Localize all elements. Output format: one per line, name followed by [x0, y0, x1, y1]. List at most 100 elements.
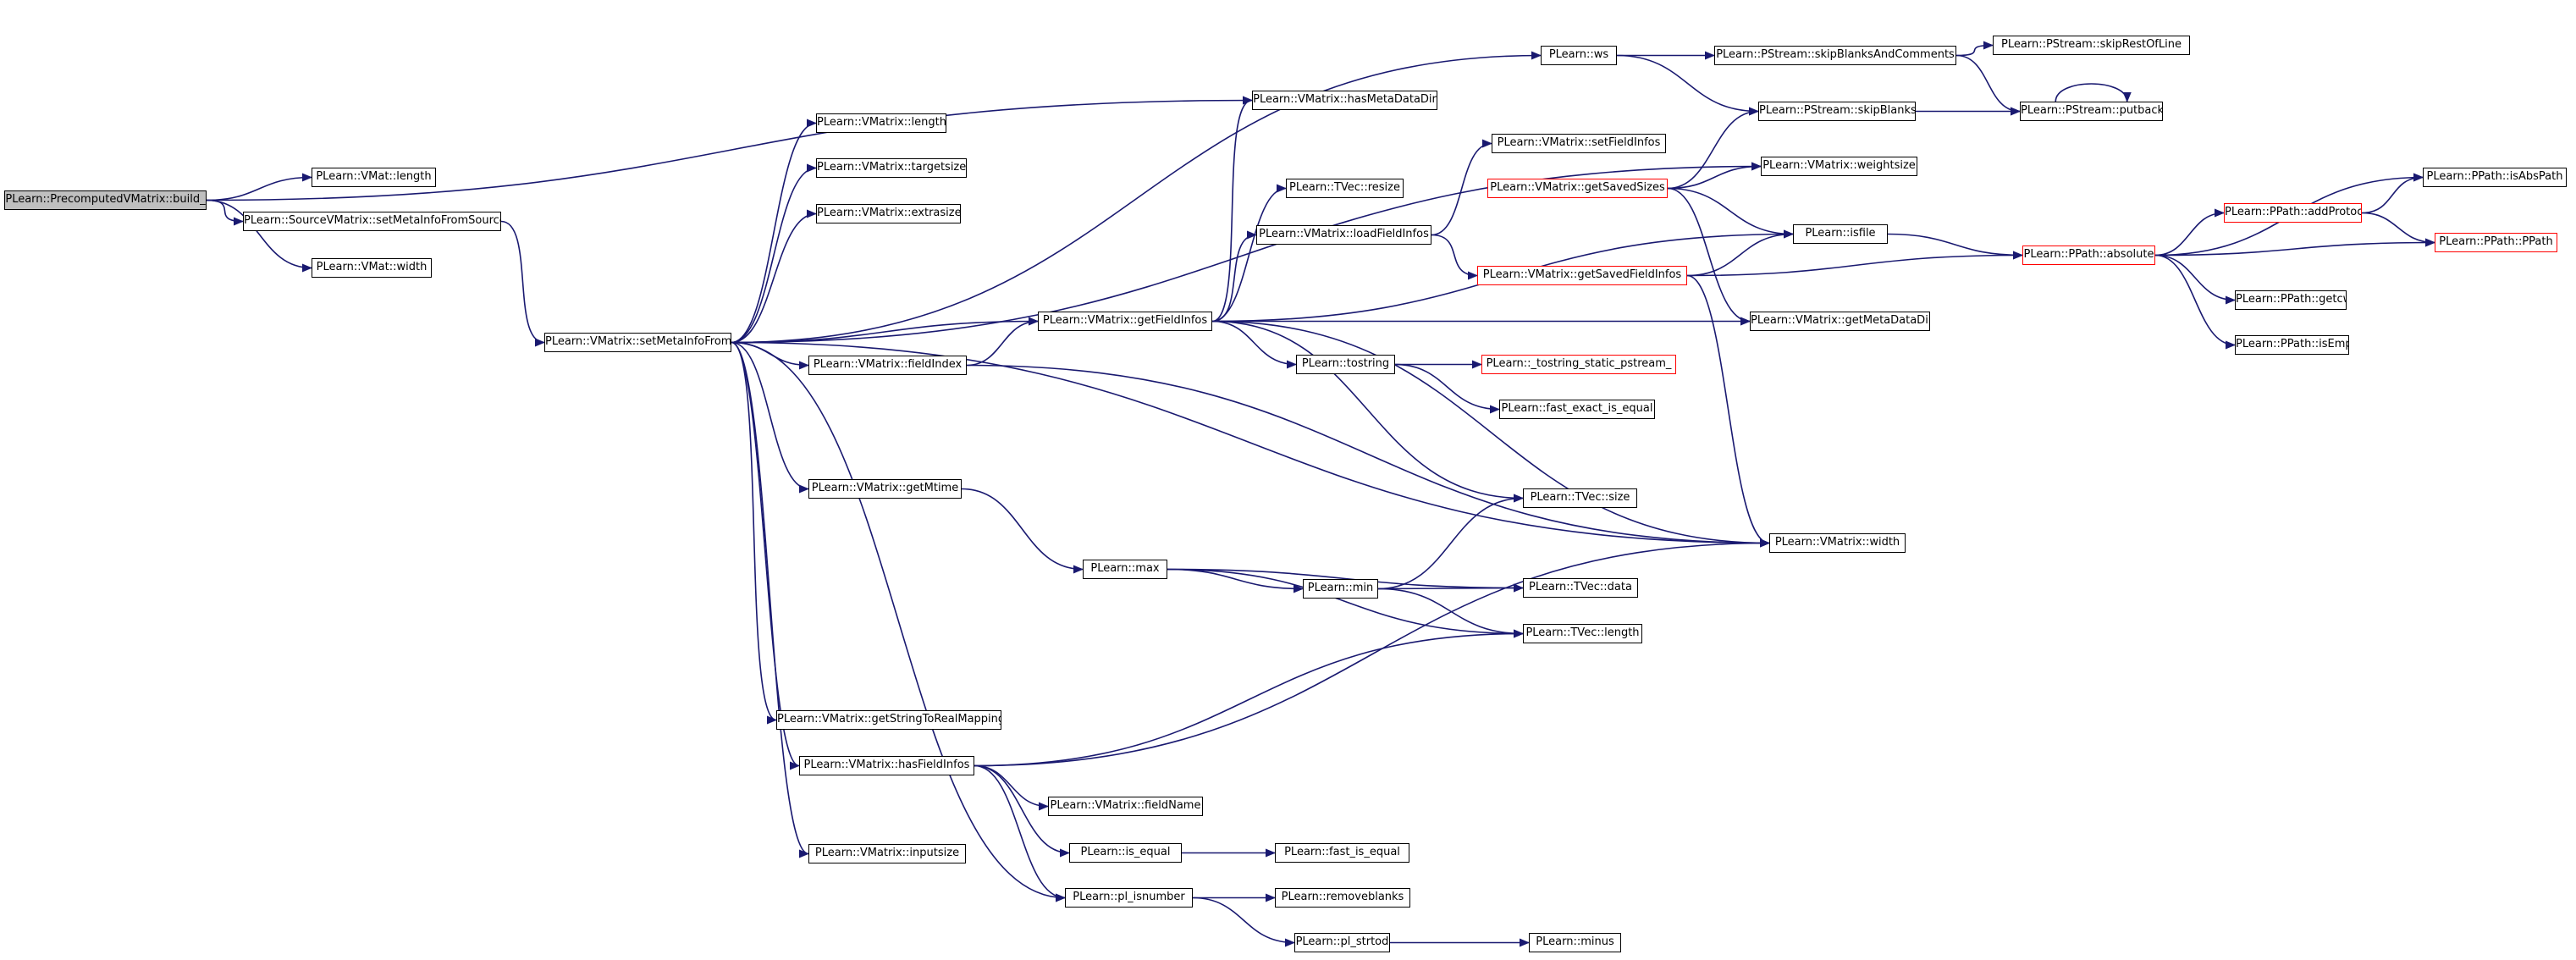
call-edge-n46-to-n50: [2361, 212, 2435, 247]
call-edge-n45-to-n48: [2154, 254, 2236, 350]
node-vmatrix-length[interactable]: PLearn::VMatrix::length: [816, 113, 946, 133]
call-edge-n5-to-n6: [731, 119, 817, 344]
node-pl-isnumber[interactable]: PLearn::pl_isnumber: [1065, 888, 1193, 908]
node-fast-exact-is-equal[interactable]: PLearn::fast_exact_is_equal: [1499, 400, 1655, 419]
call-edge-n21-to-n27: [1431, 139, 1492, 236]
node-pstream-skiprestofline[interactable]: PLearn::PStream::skipRestOfLine: [1993, 36, 2190, 55]
node-vmatrix-getstringtorealmapping[interactable]: PLearn::VMatrix::getStringToRealMapping: [776, 710, 1001, 730]
call-edge-n5-to-n15: [731, 317, 1039, 344]
call-edge-n23-to-n32: [1377, 494, 1524, 590]
node-fast-is-equal[interactable]: PLearn::fast_is_equal: [1275, 843, 1409, 863]
call-edge-n10-to-n16: [961, 488, 1084, 574]
call-edge-n5-to-n19: [731, 341, 1066, 902]
call-edge-n15-to-n22: [1211, 320, 1297, 369]
node-vmatrix-setmetainfofrom[interactable]: PLearn::VMatrix::setMetaInfoFrom: [544, 333, 731, 352]
call-edge-n23-to-n33: [1377, 583, 1524, 593]
node-tvec-size[interactable]: PLearn::TVec::size: [1523, 488, 1637, 508]
node-tvec-resize[interactable]: PLearn::TVec::resize: [1286, 179, 1404, 198]
node-vmatrix-extrasize[interactable]: PLearn::VMatrix::extrasize: [816, 204, 961, 223]
call-edge-n45-to-n46: [2154, 208, 2225, 257]
call-edge-n45-to-n47: [2154, 254, 2236, 305]
call-edge-n5-to-n10: [731, 341, 809, 494]
call-edge-n36-to-n38: [1616, 54, 1759, 116]
node-vmatrix-fieldindex[interactable]: PLearn::VMatrix::fieldIndex: [808, 356, 967, 375]
call-edge-n5-to-n42: [731, 341, 1770, 548]
node-max[interactable]: PLearn::max: [1083, 560, 1167, 579]
node-ppath-absolute[interactable]: PLearn::PPath::absolute: [2022, 246, 2155, 265]
node-minus[interactable]: PLearn::minus: [1529, 933, 1621, 952]
call-edge-n19-to-n26: [1192, 897, 1295, 947]
node-pstream-skipblanksandcomments[interactable]: PLearn::PStream::skipBlanksAndComments: [1714, 46, 1956, 65]
node-vmatrix-hasmetadatadir[interactable]: PLearn::VMatrix::hasMetaDataDir: [1252, 91, 1437, 110]
node-pl-strtod[interactable]: PLearn::pl_strtod: [1294, 933, 1390, 952]
call-edge-n16-to-n33: [1167, 568, 1524, 593]
node-vmatrix-setfieldinfos[interactable]: PLearn::VMatrix::setFieldInfos: [1492, 134, 1666, 153]
node-vmatrix-getsavedsizes[interactable]: PLearn::VMatrix::getSavedSizes: [1487, 179, 1668, 198]
call-edge-n15-to-n21: [1211, 230, 1257, 323]
call-edge-n3-to-n5: [500, 220, 545, 347]
call-edge-n44-to-n44: [2055, 83, 2132, 102]
node-tvec-length[interactable]: PLearn::TVec::length: [1523, 624, 1642, 643]
call-edge-n29-to-n40: [1686, 229, 1794, 277]
call-edge-n37-to-n44: [1955, 54, 2021, 116]
node-is-equal[interactable]: PLearn::is_equal: [1069, 843, 1182, 863]
call-edge-n12-to-n17: [974, 764, 1049, 811]
call-edge-n28-to-n39: [1667, 162, 1762, 190]
node-isfile[interactable]: PLearn::isfile: [1793, 224, 1888, 244]
call-edge-n5-to-n11: [731, 341, 777, 725]
call-edge-n28-to-n40: [1667, 187, 1794, 239]
node-ppath-isempty[interactable]: PLearn::PPath::isEmpty: [2235, 335, 2349, 355]
node-vmatrix-width[interactable]: PLearn::VMatrix::width: [1769, 533, 1906, 553]
node-vmatrix-hasfieldinfos[interactable]: PLearn::VMatrix::hasFieldInfos: [799, 756, 974, 775]
node-vmatrix-weightsize[interactable]: PLearn::VMatrix::weightsize: [1761, 157, 1917, 176]
node-vmatrix-targetsize[interactable]: PLearn::VMatrix::targetsize: [816, 158, 967, 178]
call-edge-n40-to-n45: [1887, 233, 2023, 260]
node-vmatrix-fieldname[interactable]: PLearn::VMatrix::fieldName: [1048, 797, 1203, 816]
node-ws[interactable]: PLearn::ws: [1541, 46, 1617, 65]
node-pstream-skipblanks[interactable]: PLearn::PStream::skipBlanks: [1758, 102, 1916, 121]
call-edge-n5-to-n7: [731, 163, 817, 344]
call-edge-n12-to-n19: [974, 764, 1066, 902]
call-edge-n9-to-n42: [966, 364, 1770, 548]
call-edge-n5-to-n8: [731, 209, 817, 344]
node-precomputedvmatrix-build[interactable]: PLearn::PrecomputedVMatrix::build_: [4, 190, 207, 210]
call-edge-n1-to-n4: [206, 199, 312, 273]
node-vmat-length[interactable]: PLearn::VMat::length: [312, 168, 436, 187]
node-vmat-width[interactable]: PLearn::VMat::width: [312, 258, 432, 278]
node-removeblanks[interactable]: PLearn::removeblanks: [1275, 888, 1410, 908]
call-edge-n12-to-n34: [974, 629, 1524, 767]
node-vmatrix-loadfieldinfos[interactable]: PLearn::VMatrix::loadFieldInfos: [1256, 225, 1431, 245]
call-edge-n5-to-n13: [731, 341, 809, 858]
node-tvec-data[interactable]: PLearn::TVec::data: [1523, 578, 1638, 598]
node-vmatrix-getfieldinfos[interactable]: PLearn::VMatrix::getFieldInfos: [1038, 312, 1212, 331]
call-edge-n29-to-n42: [1686, 274, 1770, 548]
call-edge-n23-to-n34: [1377, 588, 1524, 638]
call-edge-n1-to-n2: [206, 173, 312, 201]
call-edge-n12-to-n42: [974, 538, 1770, 767]
call-edge-n16-to-n34: [1167, 568, 1524, 638]
node-tostring[interactable]: PLearn::tostring: [1296, 355, 1395, 374]
node-pstream-putback[interactable]: PLearn::PStream::putback: [2020, 102, 2163, 121]
node-ppath-getcwd[interactable]: PLearn::PPath::getcwd: [2235, 290, 2347, 310]
node-vmatrix-getmtime[interactable]: PLearn::VMatrix::getMtime: [808, 479, 962, 499]
call-edge-n15-to-n32: [1211, 320, 1524, 503]
node-ppath-ppath[interactable]: PLearn::PPath::PPath: [2435, 233, 2557, 252]
call-edge-n28-to-n41: [1667, 187, 1751, 326]
call-edge-n45-to-n50: [2154, 238, 2435, 257]
node-min[interactable]: PLearn::min: [1303, 579, 1378, 599]
call-edge-n28-to-n38: [1667, 107, 1759, 190]
call-edge-n15-to-n42: [1211, 320, 1770, 548]
call-edge-n9-to-n15: [966, 317, 1039, 367]
node-tostring-static-pstream[interactable]: PLearn::_tostring_static_pstream_: [1481, 355, 1676, 374]
node-ppath-isabspath[interactable]: PLearn::PPath::isAbsPath: [2423, 168, 2567, 187]
node-vmatrix-getmetadatadir[interactable]: PLearn::VMatrix::getMetaDataDir: [1750, 312, 1930, 331]
node-vmatrix-inputsize[interactable]: PLearn::VMatrix::inputsize: [808, 844, 966, 863]
call-edge-n5-to-n36: [731, 51, 1542, 344]
node-sourcevmatrix-setmetainfofromsource[interactable]: PLearn::SourceVMatrix::setMetaInfoFromSo…: [243, 212, 501, 231]
call-edge-n37-to-n43: [1955, 41, 1994, 57]
call-edge-n12-to-n18: [974, 764, 1070, 858]
node-ppath-addprotocol[interactable]: PLearn::PPath::addProtocol: [2224, 203, 2362, 223]
node-vmatrix-getsavedfieldinfos[interactable]: PLearn::VMatrix::getSavedFieldInfos: [1477, 266, 1687, 285]
